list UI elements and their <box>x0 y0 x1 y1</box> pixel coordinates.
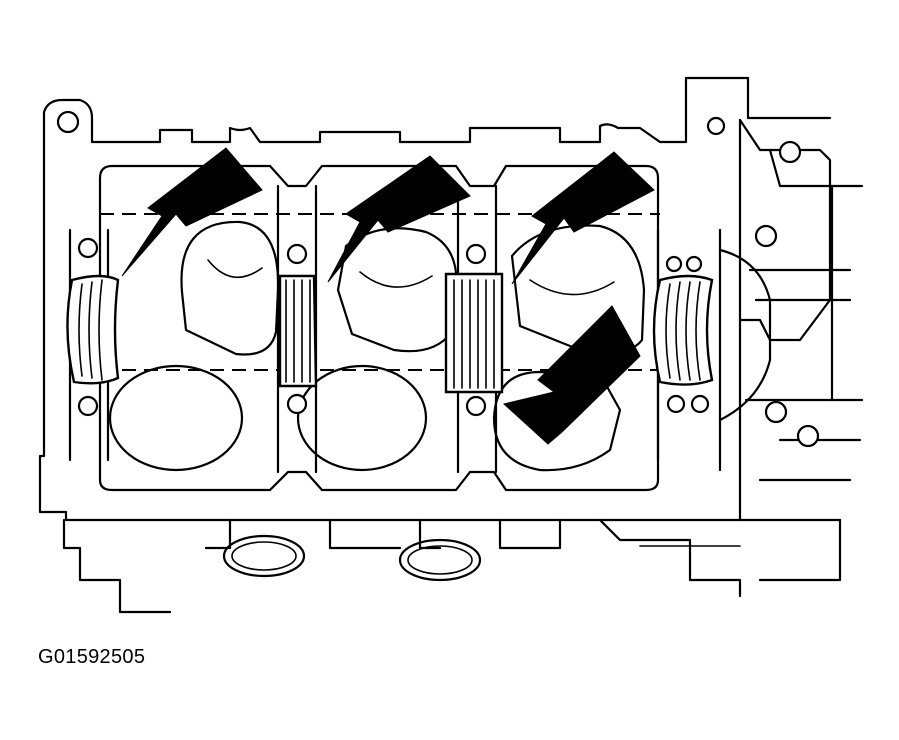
main-bearing-shells <box>66 272 714 394</box>
front-cover-detail <box>718 118 864 522</box>
arrow-pointer-4 <box>502 305 641 445</box>
bearing-shell-1 <box>66 274 120 385</box>
indicator-arrows <box>121 147 655 445</box>
arrow-pointer-2 <box>327 155 471 283</box>
lower-rings <box>222 534 482 582</box>
bolt-holes <box>56 110 726 417</box>
bearing-shell-2 <box>278 274 318 388</box>
arrow-pointer-3 <box>511 151 655 285</box>
arrow-pointer-1 <box>121 147 263 277</box>
cylinder-bores <box>108 220 646 472</box>
bearing-shell-4 <box>652 274 714 386</box>
engine-block-outline <box>38 76 842 614</box>
figure-id-label: G01592505 <box>38 646 146 668</box>
bearing-shell-3 <box>444 272 504 394</box>
